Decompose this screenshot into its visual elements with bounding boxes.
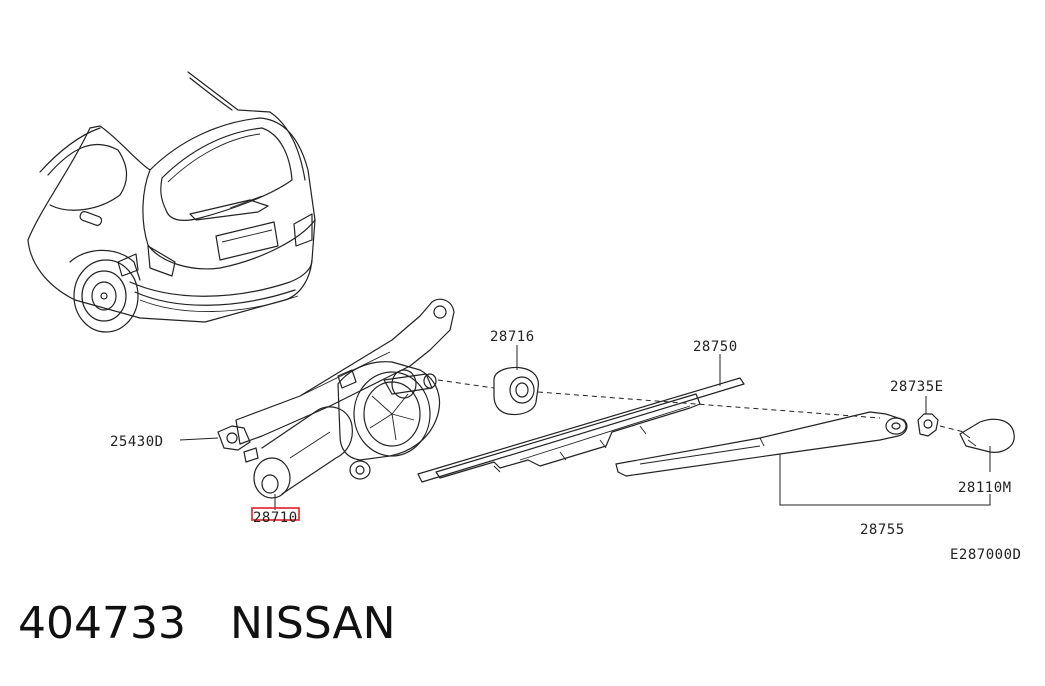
callout-28755: 28755 bbox=[860, 522, 905, 538]
footer-caption: 404733 NISSAN bbox=[18, 598, 396, 649]
wiper-arm-28755 bbox=[615, 411, 908, 477]
callout-28716: 28716 bbox=[490, 329, 535, 345]
wiper-blade-28750 bbox=[417, 377, 745, 483]
highlight-box-28710 bbox=[251, 507, 300, 521]
nut-28735E bbox=[917, 413, 939, 437]
brand-name: NISSAN bbox=[229, 598, 396, 649]
callout-28735E: 28735E bbox=[890, 379, 944, 395]
pivot-cap-28716 bbox=[493, 366, 539, 416]
wiper-motor-assembly bbox=[217, 298, 455, 499]
vehicle-rear-illustration bbox=[27, 71, 316, 333]
diagram-code: E287000D bbox=[950, 547, 1021, 563]
callout-28110M: 28110M bbox=[958, 480, 1012, 496]
callout-25430D: 25430D bbox=[110, 434, 164, 450]
arm-cap-28110M bbox=[959, 418, 1015, 453]
callout-28710: 28710 bbox=[253, 510, 298, 526]
part-number: 404733 bbox=[18, 598, 186, 649]
callout-28750: 28750 bbox=[693, 339, 738, 355]
